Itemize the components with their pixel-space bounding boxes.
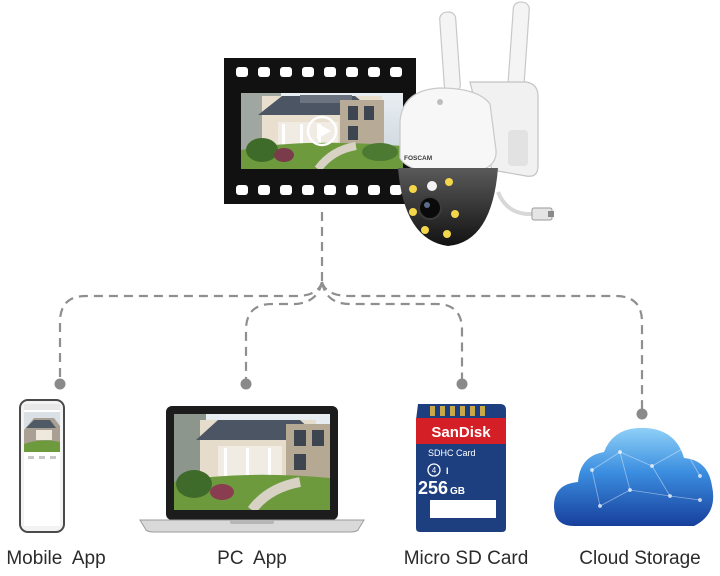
camera-brand-logo: FOSCAM [404,155,432,162]
label-micro-sd-card: Micro SD Card [403,548,529,569]
connector-to-cloud [320,281,644,412]
connector-dot-mobile [54,378,66,390]
sd-card-capacity-unit: GB [450,486,465,497]
security-camera: FOSCAM [398,1,554,246]
film-hole [390,67,402,77]
film-hole [346,67,358,77]
connector-dot-sd [456,378,468,390]
film-hole [346,185,358,195]
film-holes-top [236,67,402,77]
film-holes-bottom [236,185,402,195]
connector-lines [58,212,644,412]
camera-dome [398,168,498,246]
camera-ir-leds [409,178,459,238]
connector-end-dots [54,378,648,420]
film-hole [280,67,292,77]
camera-antenna-left [439,11,461,93]
connector-to-mobile [58,281,324,382]
film-hole [236,185,248,195]
connector-to-sd [320,281,464,382]
sd-card-icon: SanDisk SDHC Card 4 I 256 GB [416,404,506,532]
laptop-icon [139,406,365,533]
camera-lens [418,196,442,220]
connector-dot-pc [240,378,252,390]
sd-card-uhs: I [446,466,449,476]
film-hole [368,67,380,77]
sd-card-capacity: 256 [418,478,448,498]
film-hole [368,185,380,195]
sd-card-brand: SanDisk [431,424,491,441]
sd-card-type: SDHC Card [428,448,476,458]
smartphone-icon [19,399,65,533]
sd-card-class: 4 [432,466,437,475]
label-mobile-app: Mobile App [6,548,106,569]
video-film-strip [224,58,416,204]
film-hole [302,67,314,77]
film-hole [258,185,270,195]
film-hole [390,185,402,195]
film-hole [258,67,270,77]
play-button-icon [306,115,338,147]
film-hole [236,67,248,77]
film-hole [280,185,292,195]
connector-dot-cloud [636,408,648,420]
connector-to-pc [244,281,324,382]
film-hole [324,185,336,195]
film-hole [324,67,336,77]
label-cloud-storage: Cloud Storage [579,548,701,569]
cloud-icon [554,427,714,526]
label-pc-app: PC App [217,548,287,569]
film-hole [302,185,314,195]
camera-cable [496,191,534,216]
